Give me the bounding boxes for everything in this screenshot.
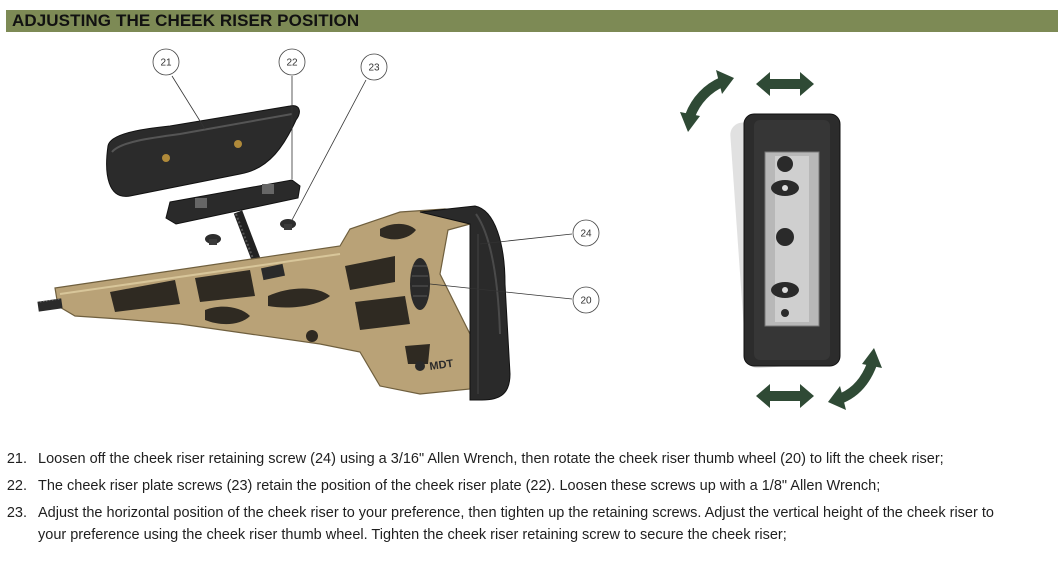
rear-stud [37,298,63,312]
step-number: 23. [6,505,27,521]
svg-text:20: 20 [580,296,592,307]
callout-24 [572,219,600,247]
step-number: 22. [6,478,27,494]
callout-22 [278,48,306,76]
thumb-wheel [410,258,430,310]
step-number: 21. [6,451,27,467]
svg-text:22: 22 [286,58,298,69]
plate-screw-right [280,219,296,230]
svg-text:21: 21 [160,58,172,69]
adjustment-arrows [680,70,882,410]
horizontal-arrow-bottom-icon [756,384,814,408]
cheek-riser-illustration: MDT 21 22 23 24 20 [0,34,1061,434]
plate-screw-left [205,234,221,245]
callout-21 [152,48,180,76]
rotate-arrow-top-icon [680,70,734,132]
cheek-riser-plate [165,179,301,225]
rotate-arrow-bottom-icon [828,348,882,410]
step-text: Adjust the horizontal position of the ch… [38,505,994,543]
exploded-view: MDT [37,105,511,401]
callouts: 21 22 23 24 20 [152,48,600,314]
cheek-riser-pad [106,105,300,197]
svg-text:24: 24 [580,229,592,240]
section-header-bar: ADJUSTING THE CHEEK RISER POSITION [6,10,1058,32]
horizontal-arrow-top-icon [756,72,814,96]
section-title: ADJUSTING THE CHEEK RISER POSITION [12,11,360,30]
svg-text:23: 23 [368,63,380,74]
step-text: The cheek riser plate screws (23) retain… [38,478,881,494]
callout-20 [572,286,600,314]
svg-text:MDT: MDT [429,358,455,373]
mdt-logo: MDT [415,358,454,373]
retaining-screw-block [260,263,286,281]
butt-pad [419,205,511,401]
callout-23 [360,53,388,81]
step-text: Loosen off the cheek riser retaining scr… [38,451,944,467]
top-view [730,113,841,369]
